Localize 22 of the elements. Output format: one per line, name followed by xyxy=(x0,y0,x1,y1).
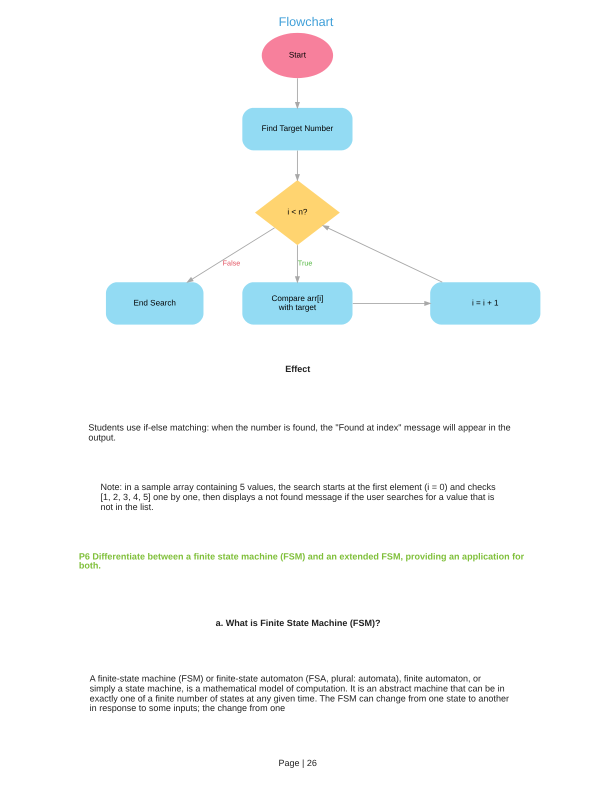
arrow xyxy=(186,227,275,283)
node-box: End Search xyxy=(106,282,204,325)
label: Students use if-else matching: when the number is found, the "Found at index" message will appear in the output. xyxy=(88,422,511,442)
node-diamond: i < n? xyxy=(254,180,340,246)
label: Effect xyxy=(285,364,310,374)
arrow xyxy=(294,150,300,182)
arrow xyxy=(322,225,443,283)
label: P6 Differentiate between a finite state machine (FSM) and an extended FSM, providing an application for both. xyxy=(78,551,524,571)
arrow xyxy=(294,78,300,110)
arrow xyxy=(352,300,432,306)
node-box: i = i + 1 xyxy=(430,282,540,325)
label: Page | 26 xyxy=(278,758,317,768)
edge-label: True xyxy=(298,258,312,268)
edge-label: False xyxy=(222,258,240,268)
arrow xyxy=(294,244,300,284)
node-box: Compare arr[i] with target xyxy=(242,282,353,325)
diagram-title: Flowchart xyxy=(278,14,334,29)
node-box: Find Target Number xyxy=(242,108,353,150)
label: a. What is Finite State Machine (FSM)? xyxy=(216,618,380,628)
label: Note: in a sample array containing 5 values, the search starts at the first element (i = 0) and checks [1, 2, 3, 4, 5] one by one, then displays a not found message if the user searches for a value that is not in the list. xyxy=(100,482,496,512)
label: A finite-state machine (FSM) or finite-state automaton (FSA, plural: automata), finite automaton, or simply a state machine, is a mathematical model of computation. It is an abstract machine that can be in exactly one of a finite number of states at any given time. The FSM can change from one state to another in response to some inputs; the change from one xyxy=(90,673,509,714)
node-ellipse: Start xyxy=(262,32,334,78)
